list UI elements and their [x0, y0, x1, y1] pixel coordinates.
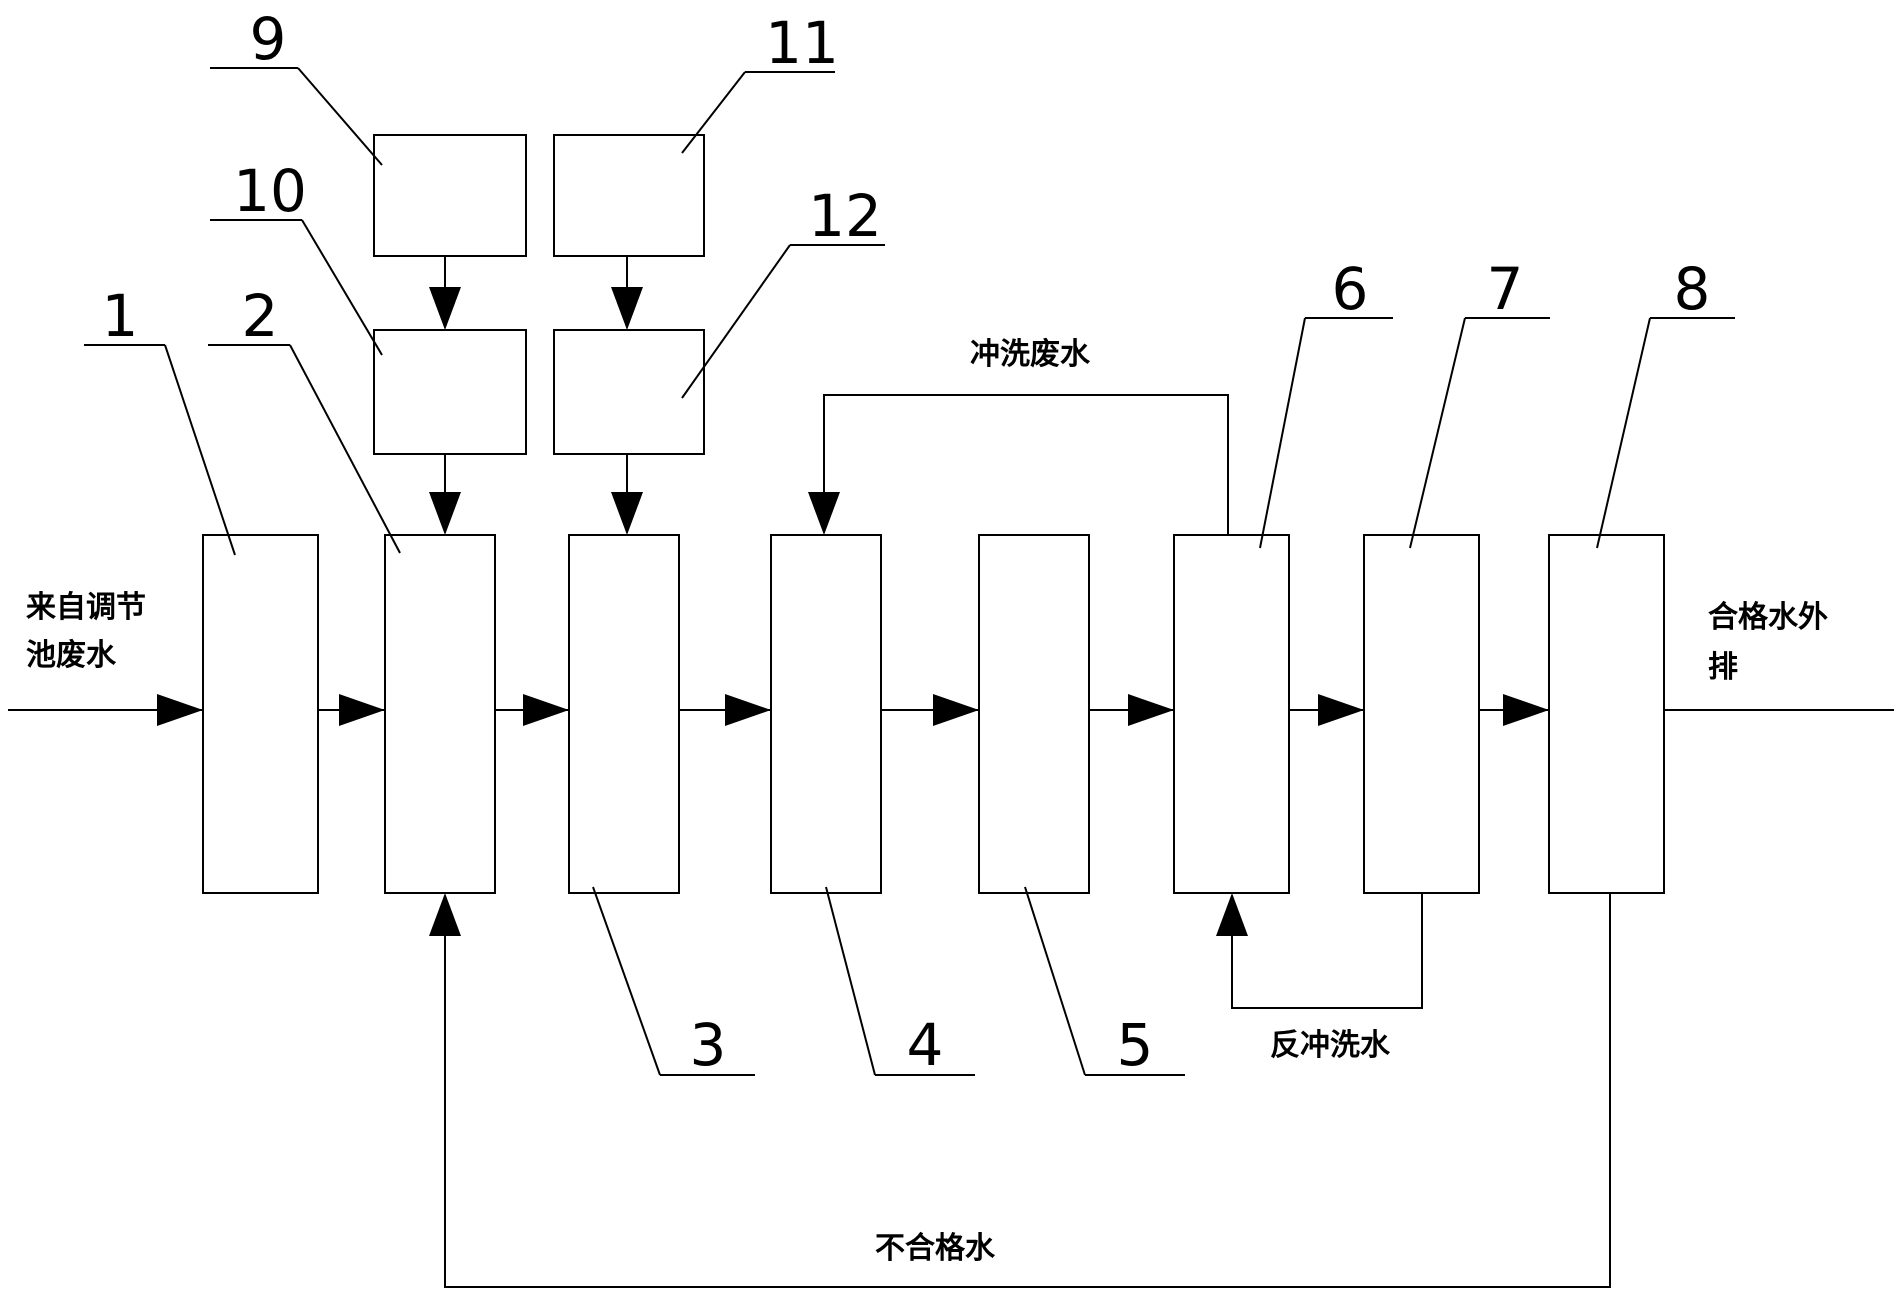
backwash-water-arrow: [1216, 893, 1248, 936]
unit-6-number: 6: [1332, 255, 1369, 323]
arrow-into-2: [339, 694, 385, 726]
leader-7-diag: [1409, 317, 1466, 549]
arrow-12-3: [611, 492, 643, 535]
outlet-label-line1: 合格水外: [1708, 600, 1828, 635]
flush-wastewater-label: 冲洗废水: [970, 337, 1091, 372]
leader-6-diag: [1259, 317, 1306, 549]
unit-9-box: [373, 134, 527, 257]
unit-8-box: [1548, 534, 1665, 894]
unit-5-box: [978, 534, 1090, 894]
backwash-water-line: [1231, 893, 1423, 1009]
unit-12-box: [553, 329, 705, 455]
unqualified-water-label: 不合格水: [875, 1231, 996, 1266]
arrow-into-8: [1503, 694, 1549, 726]
unit-11-box: [553, 134, 705, 257]
backwash-water-label: 反冲洗水: [1270, 1028, 1391, 1063]
unit-7-number: 7: [1487, 255, 1524, 323]
unit-10-number: 10: [233, 157, 307, 225]
arrow-into-4: [725, 694, 771, 726]
leader-4-diag: [825, 886, 876, 1076]
flush-wastewater-arrow: [808, 492, 840, 535]
unit-6-box: [1173, 534, 1290, 894]
leader-2-diag: [289, 344, 401, 554]
leader-10-diag: [301, 219, 383, 356]
leader-1-diag: [164, 344, 236, 556]
unit-10-box: [373, 329, 527, 455]
inlet-label-line1: 来自调节: [26, 590, 146, 625]
leader-5-diag: [1024, 886, 1086, 1076]
unit-12-number: 12: [808, 182, 882, 250]
flush-wastewater-line: [823, 394, 1229, 535]
unit-11-number: 11: [765, 9, 839, 77]
inlet-label-line2: 池废水: [26, 638, 117, 673]
unit-3-box: [568, 534, 680, 894]
arrow-into-5: [933, 694, 979, 726]
unqualified-water-arrow: [429, 893, 461, 936]
leader-12-diag: [681, 244, 791, 399]
arrow-into-6: [1128, 694, 1174, 726]
leader-9-diag: [297, 67, 383, 166]
arrow-into-3: [523, 694, 569, 726]
unit-4-box: [770, 534, 882, 894]
unit-5-number: 5: [1117, 1011, 1154, 1079]
leader-11-diag: [681, 71, 746, 154]
unit-9-number: 9: [250, 5, 287, 73]
arrow-10-2: [429, 492, 461, 535]
unit-3-number: 3: [690, 1011, 727, 1079]
unit-1-number: 1: [102, 282, 139, 350]
unit-7-box: [1363, 534, 1480, 894]
arrow-into-1: [157, 694, 203, 726]
unit-2-box: [384, 534, 496, 894]
arrow-9-10: [429, 287, 461, 330]
outlet-label-line2: 排: [1708, 650, 1738, 685]
unit-1-box: [202, 534, 319, 894]
unqualified-water-line: [444, 893, 1611, 1288]
unit-4-number: 4: [907, 1011, 944, 1079]
leader-8-diag: [1596, 317, 1651, 549]
arrow-11-12: [611, 287, 643, 330]
leader-3-diag: [592, 886, 661, 1076]
unit-2-number: 2: [242, 282, 279, 350]
arrow-into-7: [1318, 694, 1364, 726]
unit-8-number: 8: [1674, 255, 1711, 323]
